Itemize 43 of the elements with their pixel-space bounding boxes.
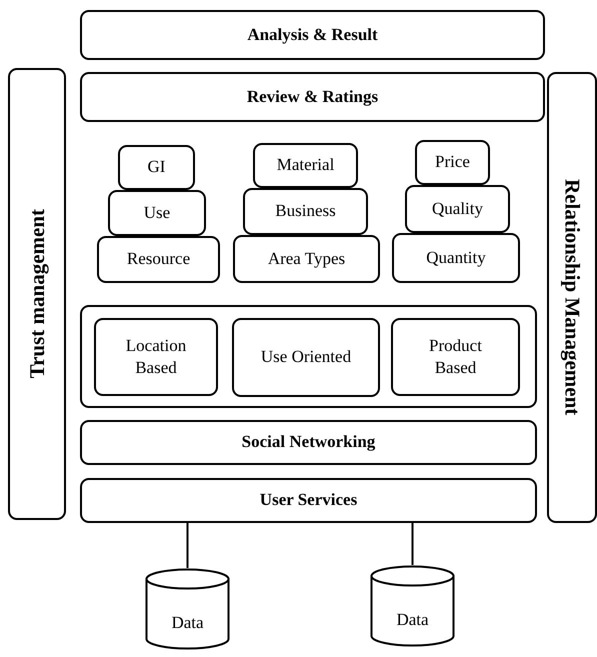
module-box xyxy=(97,236,220,283)
node-label: Price xyxy=(435,151,470,174)
module-box xyxy=(392,233,520,283)
node-label: Material xyxy=(276,154,334,176)
module-box xyxy=(232,318,380,397)
layer-box xyxy=(80,420,537,465)
module-box xyxy=(391,318,520,396)
layer-box xyxy=(80,10,545,60)
node-label: Location Based xyxy=(124,334,188,379)
node-label: Business xyxy=(275,200,336,222)
layer-box xyxy=(80,478,537,523)
connector-line xyxy=(186,523,188,568)
database-cylinder xyxy=(370,565,455,647)
node-label: Use xyxy=(144,202,170,224)
node-label: Area Types xyxy=(268,248,346,270)
node-label: Use Oriented xyxy=(260,346,352,368)
node-label: Quality xyxy=(432,198,483,220)
layer-title: Social Networking xyxy=(242,431,376,454)
panel-title: Trust management xyxy=(24,209,50,379)
side-panel xyxy=(8,68,66,520)
layer-title: Analysis & Result xyxy=(247,24,378,46)
module-box xyxy=(415,140,490,185)
layer-title: User Services xyxy=(260,489,358,512)
module-box xyxy=(108,190,206,236)
module-box xyxy=(405,185,510,233)
layer-box xyxy=(80,72,545,122)
module-box xyxy=(253,143,358,188)
module-box xyxy=(94,318,218,396)
module-box xyxy=(118,145,195,190)
group-panel xyxy=(80,305,537,408)
side-panel xyxy=(547,72,597,523)
node-label: Data xyxy=(171,612,204,634)
node-label: Resource xyxy=(126,248,190,270)
node-label: Quantity xyxy=(426,246,486,269)
layer-title: Review & Ratings xyxy=(246,86,378,108)
database-cylinder xyxy=(145,568,230,650)
module-box xyxy=(243,188,368,235)
connector-line xyxy=(412,523,414,565)
node-label: Data xyxy=(396,608,429,631)
node-label: GI xyxy=(148,156,166,178)
panel-title: Relationship Management xyxy=(560,179,584,416)
node-label: Product Based xyxy=(428,334,483,379)
module-box xyxy=(233,235,380,283)
